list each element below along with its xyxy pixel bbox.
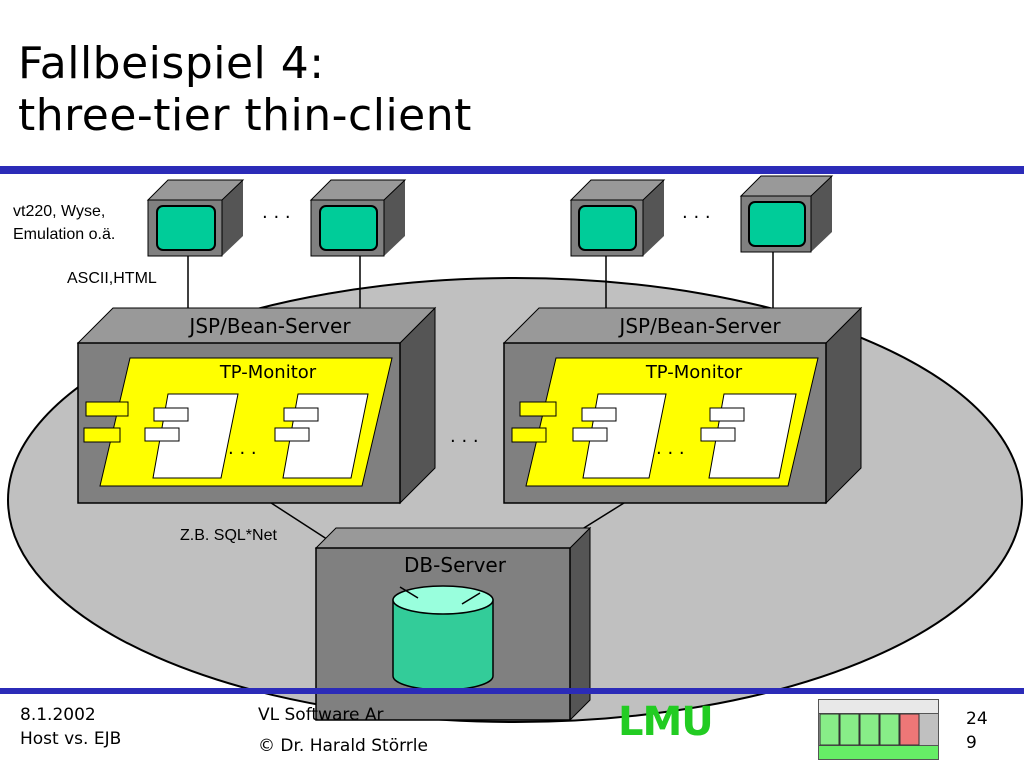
header-divider — [0, 166, 1024, 174]
db-server-label: DB-Server — [404, 553, 507, 577]
slide-title-line-1: Fallbeispiel 4: — [18, 38, 325, 89]
lmu-logo: LMU — [618, 699, 714, 745]
terminal-4 — [739, 175, 834, 253]
terminal-3 — [569, 179, 666, 257]
page-number-line-2: 9 — [966, 733, 977, 753]
progress-cell — [859, 713, 880, 746]
ellipsis-components-left: . . . — [228, 438, 257, 459]
database-cylinder-icon — [392, 585, 494, 691]
tp-monitor-right-label: TP-Monitor — [645, 362, 743, 383]
footer-author: © Dr. Harald Störrle — [258, 736, 428, 756]
protocol-label: ASCII,HTML — [67, 270, 157, 287]
db-link-label: Z.B. SQL*Net — [180, 527, 277, 544]
footer-date: 8.1.2002 — [20, 705, 96, 725]
progress-cell — [899, 713, 920, 746]
slide-title-line-2: three-tier thin-client — [18, 90, 472, 141]
app-server-right-label: JSP/Bean-Server — [617, 314, 781, 338]
tp-monitor-left-label: TP-Monitor — [219, 362, 317, 383]
terminal-2 — [309, 179, 407, 257]
footer-course: Host vs. EJB — [20, 729, 122, 749]
app-server-left-label: JSP/Bean-Server — [187, 314, 351, 338]
footer-divider — [0, 688, 1024, 694]
footer-lecture: VL Software Ar — [258, 705, 384, 725]
ellipsis-terminals-right: . . . — [682, 202, 711, 223]
page-number-line-1: 24 — [966, 709, 988, 729]
app-server-left — [76, 306, 437, 505]
app-server-right — [502, 306, 863, 505]
progress-cell — [839, 713, 860, 746]
progress-cell — [879, 713, 900, 746]
progress-indicator — [818, 699, 939, 760]
ellipsis-components-right: . . . — [656, 438, 685, 459]
terminal-label-line-1: vt220, Wyse, — [13, 203, 105, 220]
ellipsis-terminals-left: . . . — [262, 202, 291, 223]
slide-title: Fallbeispiel 4: three-tier thin-client — [18, 38, 472, 142]
terminal-label-line-2: Emulation o.ä. — [13, 226, 115, 243]
terminal-1 — [146, 179, 245, 257]
progress-cell — [819, 713, 840, 746]
ellipsis-servers: . . . — [450, 426, 479, 447]
